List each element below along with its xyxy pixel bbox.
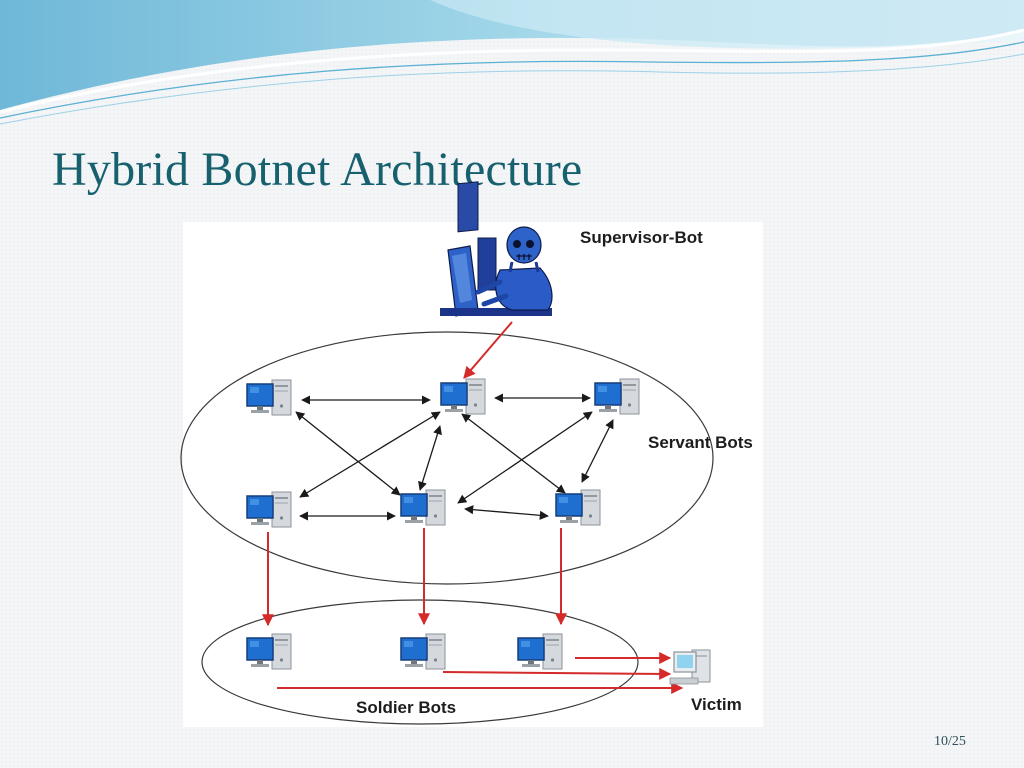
computer-icon — [400, 633, 446, 670]
edge-s2-s6 — [461, 413, 566, 494]
computer-icon — [246, 379, 292, 416]
slide-title: Hybrid Botnet Architecture — [52, 143, 583, 196]
computer-icon — [400, 489, 446, 526]
soldier-bots-label: Soldier Bots — [356, 698, 457, 717]
edge-s3-s6 — [581, 419, 614, 483]
header-wave-decoration — [0, 0, 1024, 125]
computer-icon — [517, 633, 563, 670]
computer-icon — [246, 633, 292, 670]
victim-label: Victim — [691, 695, 742, 714]
edge-s2-s4 — [299, 411, 441, 498]
computer-icon — [440, 378, 486, 415]
edge-s5-s6 — [464, 505, 549, 520]
servant-bots-ellipse — [180, 331, 714, 585]
computer-icon — [555, 489, 601, 526]
servant-bots-label: Servant Bots — [648, 433, 753, 452]
edge-s2-s5 — [418, 425, 442, 491]
computer-icon — [246, 491, 292, 528]
page-number: 10/25 — [934, 734, 966, 749]
edge-s3-s5 — [457, 411, 593, 504]
edge-s1-s5 — [295, 411, 401, 496]
edge-supervisor-s2 — [463, 321, 513, 379]
hacker-skull-icon — [440, 181, 553, 317]
supervisor-bot-label: Supervisor-Bot — [580, 228, 703, 247]
computer-icon — [594, 378, 640, 415]
edge-b2-victim — [442, 667, 672, 680]
victim-computer-icon — [669, 649, 711, 685]
soldier-bots-ellipse — [201, 599, 639, 725]
